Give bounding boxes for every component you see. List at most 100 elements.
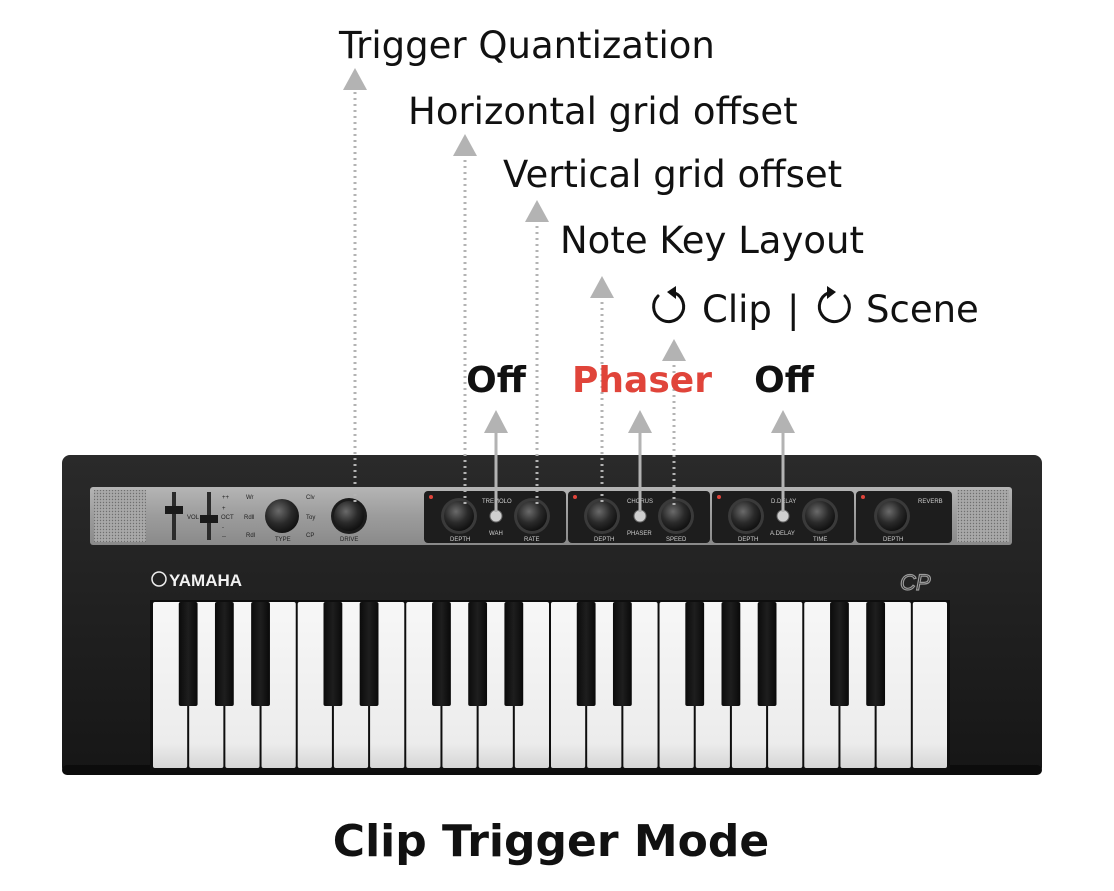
reverb-depth-label: DEPTH — [883, 537, 903, 543]
white-key[interactable] — [587, 602, 622, 768]
black-key[interactable] — [757, 602, 777, 706]
vol-slider[interactable] — [165, 492, 183, 540]
white-key[interactable] — [153, 602, 188, 768]
reverb-depth-knob[interactable] — [877, 501, 907, 531]
type-option: CP — [306, 533, 314, 539]
chorus-value-arrowhead — [628, 410, 652, 433]
clip-label: Clip — [702, 288, 772, 331]
white-key[interactable] — [731, 602, 767, 768]
model-logo: CP — [900, 570, 931, 595]
white-key[interactable] — [876, 602, 911, 768]
white-key[interactable] — [442, 602, 477, 768]
clip-scene-separator: | — [787, 288, 799, 331]
white-key[interactable] — [514, 602, 549, 768]
brand-logo: YAMAHA — [169, 571, 242, 590]
white-key[interactable] — [840, 602, 875, 768]
white-key[interactable] — [623, 602, 658, 768]
delay-value: Off — [754, 360, 815, 401]
white-key[interactable] — [189, 602, 224, 768]
adelay-label: A.DELAY — [770, 531, 795, 537]
tremolo-depth-knob[interactable] — [444, 501, 474, 531]
delay-depth-knob[interactable] — [731, 501, 761, 531]
chorus-depth-label: DEPTH — [594, 537, 614, 543]
horizontal-grid-offset-arrowhead — [453, 134, 477, 156]
keyboard: VOL OCT ++ + - -- Wr Rdll Rdl Clv Toy CP… — [62, 455, 1042, 775]
black-key[interactable] — [468, 602, 488, 706]
white-key[interactable] — [297, 602, 332, 768]
drive-label: DRIVE — [340, 537, 358, 543]
scene-label: Scene — [866, 288, 979, 331]
drive-knob[interactable] — [334, 501, 364, 531]
black-key[interactable] — [214, 602, 234, 706]
type-option: Clv — [306, 495, 315, 501]
type-knob[interactable] — [265, 499, 299, 533]
tremolo-led — [429, 495, 433, 499]
yamaha-emblem — [151, 571, 167, 587]
white-key[interactable] — [478, 602, 513, 768]
chorus-depth-knob[interactable] — [587, 501, 617, 531]
delay-time-label: TIME — [813, 537, 827, 543]
oct-mark: - — [222, 525, 224, 531]
oct-mark: + — [222, 506, 226, 512]
delay-time-knob[interactable] — [805, 501, 835, 531]
tremolo-rate-label: RATE — [524, 537, 540, 543]
black-key[interactable] — [612, 602, 632, 706]
left-speaker-grille — [94, 490, 146, 542]
black-key[interactable] — [251, 602, 270, 706]
black-key[interactable] — [504, 602, 524, 706]
vol-label: VOL — [187, 515, 200, 521]
black-key[interactable] — [359, 602, 379, 706]
black-key[interactable] — [178, 602, 198, 706]
phaser-label: PHASER — [627, 531, 652, 537]
white-key[interactable] — [695, 602, 730, 768]
oct-mark: -- — [222, 534, 226, 540]
oct-slider[interactable] — [200, 492, 218, 540]
chorus-speed-knob[interactable] — [661, 501, 691, 531]
tremolo-value: Off — [466, 360, 527, 401]
white-key[interactable] — [370, 602, 405, 768]
black-key[interactable] — [576, 602, 596, 706]
black-key[interactable] — [830, 602, 849, 706]
type-option: Toy — [306, 515, 315, 521]
reverb-label: REVERB — [918, 499, 943, 505]
white-key[interactable] — [912, 602, 947, 768]
reverb-led — [861, 495, 865, 499]
redo-icon — [817, 286, 851, 324]
tremolo-rate-knob[interactable] — [517, 501, 547, 531]
white-key[interactable] — [804, 602, 839, 768]
white-key[interactable] — [225, 602, 260, 768]
white-key[interactable] — [261, 602, 296, 768]
white-key[interactable] — [333, 602, 369, 768]
black-keys — [178, 602, 886, 706]
black-key[interactable] — [866, 602, 886, 706]
delay-led — [717, 495, 721, 499]
chorus-value: Phaser — [572, 360, 712, 401]
black-key[interactable] — [685, 602, 705, 706]
black-key[interactable] — [432, 602, 451, 706]
wah-label: WAH — [489, 531, 503, 537]
oct-mark: ++ — [222, 495, 230, 501]
type-label: TYPE — [275, 537, 291, 543]
clip-scene-arrowhead — [662, 339, 686, 361]
white-key[interactable] — [406, 602, 441, 768]
undo-icon — [652, 286, 686, 324]
vertical-grid-offset-arrowhead — [525, 200, 549, 222]
trigger-quantization-arrowhead — [343, 68, 367, 90]
type-option: Rdll — [244, 515, 254, 521]
diagram-title: Clip Trigger Mode — [333, 816, 769, 867]
horizontal-grid-offset-label: Horizontal grid offset — [408, 90, 798, 133]
white-key[interactable] — [551, 602, 586, 768]
note-key-layout-arrowhead — [590, 276, 614, 298]
oct-label: OCT — [221, 515, 234, 521]
type-option: Rdl — [246, 533, 255, 539]
white-key[interactable] — [768, 602, 803, 768]
black-key[interactable] — [323, 602, 343, 706]
white-key[interactable] — [659, 602, 694, 768]
trigger-quantization-label: Trigger Quantization — [338, 24, 715, 67]
callout-arrows — [343, 68, 795, 512]
right-speaker-grille — [957, 490, 1009, 542]
black-key[interactable] — [721, 602, 741, 706]
delay-value-arrowhead — [771, 410, 795, 433]
chorus-led — [573, 495, 577, 499]
